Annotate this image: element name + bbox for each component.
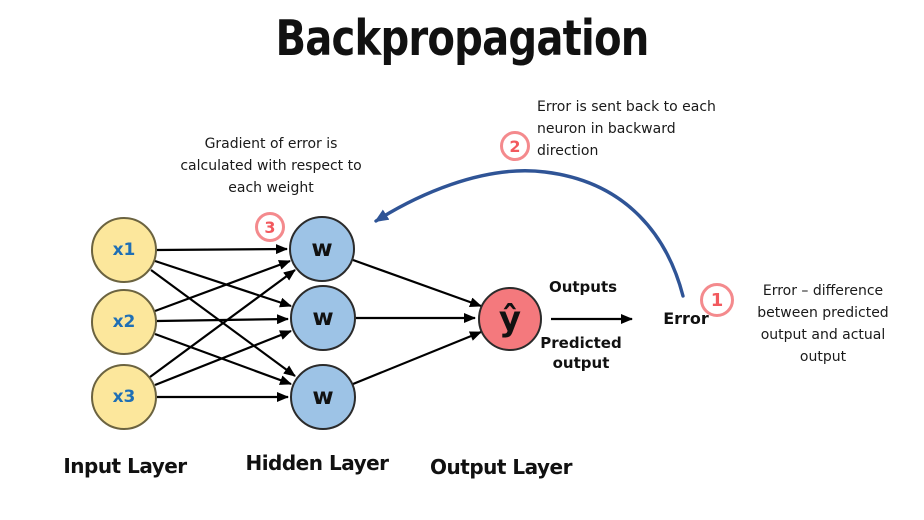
edge-i2-h2 — [156, 314, 289, 325]
input-node-x2: x2 — [91, 289, 157, 355]
step-1-number: 1 — [710, 289, 724, 311]
edge-i1-h3 — [150, 269, 296, 377]
edge-i2-h1 — [154, 259, 291, 313]
step-2-badge: 2 — [500, 131, 530, 161]
step-1-badge: 1 — [700, 283, 734, 317]
input-node-x3: x3 — [91, 364, 157, 430]
hidden-node-label: w — [312, 305, 334, 331]
hidden-node-3: w — [290, 364, 356, 430]
edge-i2-h3 — [154, 332, 292, 386]
input-node-label: x2 — [112, 312, 136, 332]
edge-i3-h2 — [154, 329, 292, 387]
hidden-node-1: w — [289, 216, 355, 282]
edge-i1-h2 — [154, 259, 292, 308]
input-node-x1: x1 — [91, 217, 157, 283]
input-hidden-arrows — [149, 244, 296, 402]
output-node: ŷ — [478, 287, 542, 351]
hidden-output-arrows — [352, 258, 482, 386]
hidden-node-label: w — [311, 236, 333, 262]
edge-h1-o — [352, 258, 482, 308]
hidden-node-2: w — [290, 285, 356, 351]
input-node-label: x1 — [112, 240, 136, 260]
edge-i1-h1 — [156, 244, 288, 255]
hidden-node-label: w — [312, 384, 334, 410]
backprop-curve-arrow — [374, 169, 685, 298]
edge-i3-h1 — [149, 269, 296, 378]
input-node-label: x3 — [112, 387, 136, 407]
step-1-note: Error – difference between predicted out… — [757, 283, 889, 365]
predicted-output-label: Predicted output — [540, 334, 622, 372]
step-3-number: 3 — [264, 217, 276, 237]
hidden-layer-label: Hidden Layer — [245, 451, 389, 475]
edge-h3-o — [352, 330, 482, 386]
output-layer-label: Output Layer — [430, 455, 572, 479]
page-title: Backpropagation — [275, 10, 649, 67]
step-3-badge: 3 — [255, 212, 285, 242]
input-layer-label: Input Layer — [63, 454, 187, 478]
error-label: Error — [663, 309, 709, 328]
outputs-label: Outputs — [548, 278, 618, 296]
step-3-note: Gradient of error is calculated with res… — [180, 136, 362, 196]
output-node-label: ŷ — [498, 299, 522, 339]
step-2-number: 2 — [509, 136, 521, 156]
step-2-note: Error is sent back to each neuron in bac… — [537, 99, 716, 159]
